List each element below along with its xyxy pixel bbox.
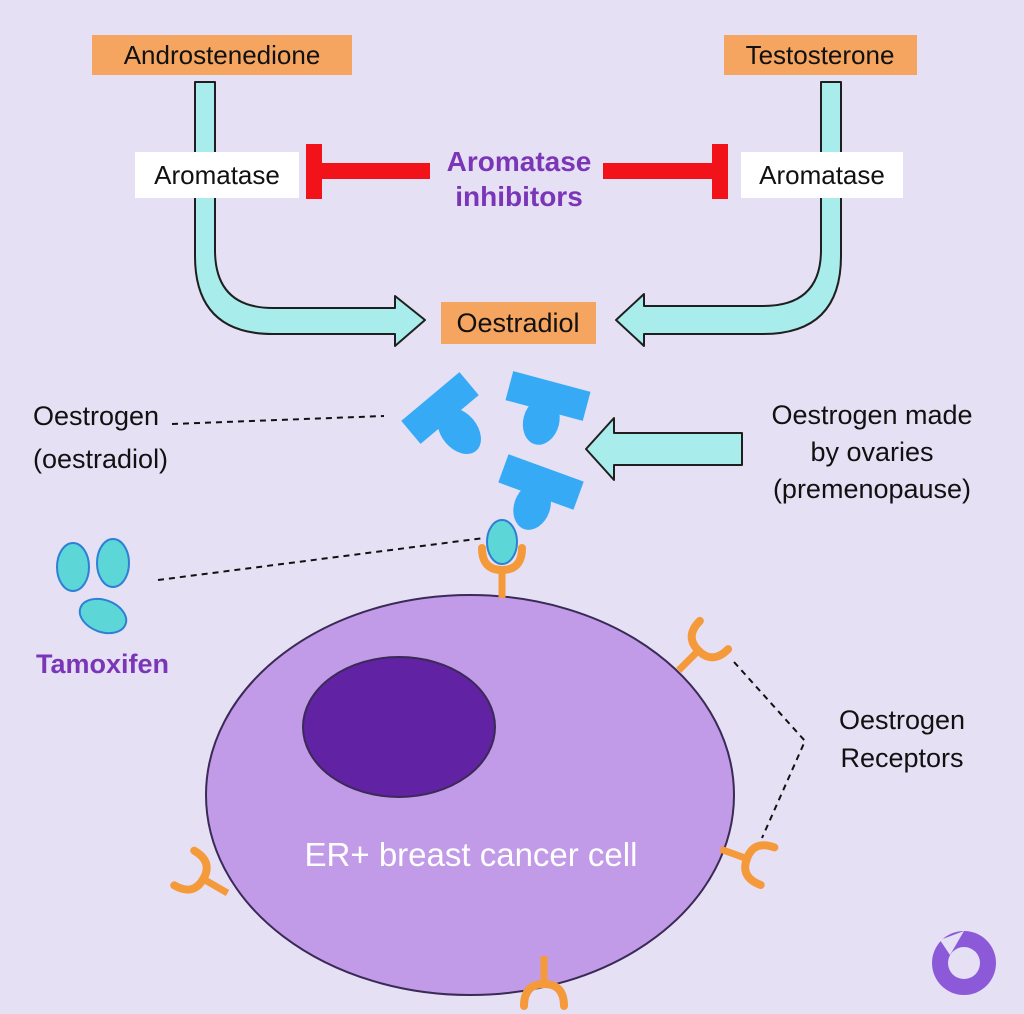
aromatase-inhibitors-line2: inhibitors — [455, 181, 583, 212]
oestradiol-label: Oestradiol — [456, 308, 579, 338]
oestrogen-molecule-3 — [498, 454, 584, 530]
oestrogen-molecule-2 — [505, 371, 591, 445]
oestrogen-label-line1: Oestrogen — [33, 401, 159, 431]
tamoxifen-molecule-3 — [78, 597, 128, 635]
oestrogen-leader-line — [171, 415, 385, 425]
tamoxifen-label: Tamoxifen — [36, 649, 169, 679]
aromatase-label-left: Aromatase — [154, 160, 280, 190]
aromatase-inhibitors-line1: Aromatase — [447, 146, 592, 177]
conversion-arrow-left — [194, 81, 426, 347]
cancer-cell — [205, 594, 735, 996]
tamoxifen-leader-line — [157, 537, 485, 581]
ovaries-arrow — [585, 417, 743, 481]
cell-nucleus — [302, 656, 496, 798]
ovaries-label-line2: by ovaries — [810, 437, 933, 467]
inhibitor-bar-left — [306, 144, 430, 199]
tamoxifen-molecule-2 — [96, 538, 130, 588]
aromatase-box-right — [741, 152, 903, 198]
ring-logo-icon — [932, 931, 996, 995]
oestrogen-label-line2: (oestradiol) — [33, 444, 168, 474]
androstenedione-box — [92, 35, 352, 75]
receptors-label-line2: Receptors — [840, 743, 963, 773]
aromatase-label-right: Aromatase — [759, 160, 885, 190]
aromatase-box-left — [135, 152, 299, 198]
oestradiol-box — [441, 302, 596, 344]
receptors-leader-line — [733, 661, 807, 839]
oestrogen-molecule-1 — [401, 372, 481, 455]
receptors-label-line1: Oestrogen — [839, 705, 965, 735]
testosterone-box — [724, 35, 917, 75]
tamoxifen-molecule-1 — [56, 542, 90, 592]
ovaries-label-line1: Oestrogen made — [771, 400, 972, 430]
androstenedione-label: Androstenedione — [124, 40, 321, 70]
inhibitor-bar-right — [603, 144, 728, 199]
testosterone-label: Testosterone — [746, 40, 895, 70]
conversion-arrow-right — [615, 81, 842, 347]
cell-label: ER+ breast cancer cell — [305, 836, 638, 873]
ovaries-label-line3: (premenopause) — [773, 474, 971, 504]
tamoxifen-bound-molecule — [486, 519, 518, 565]
